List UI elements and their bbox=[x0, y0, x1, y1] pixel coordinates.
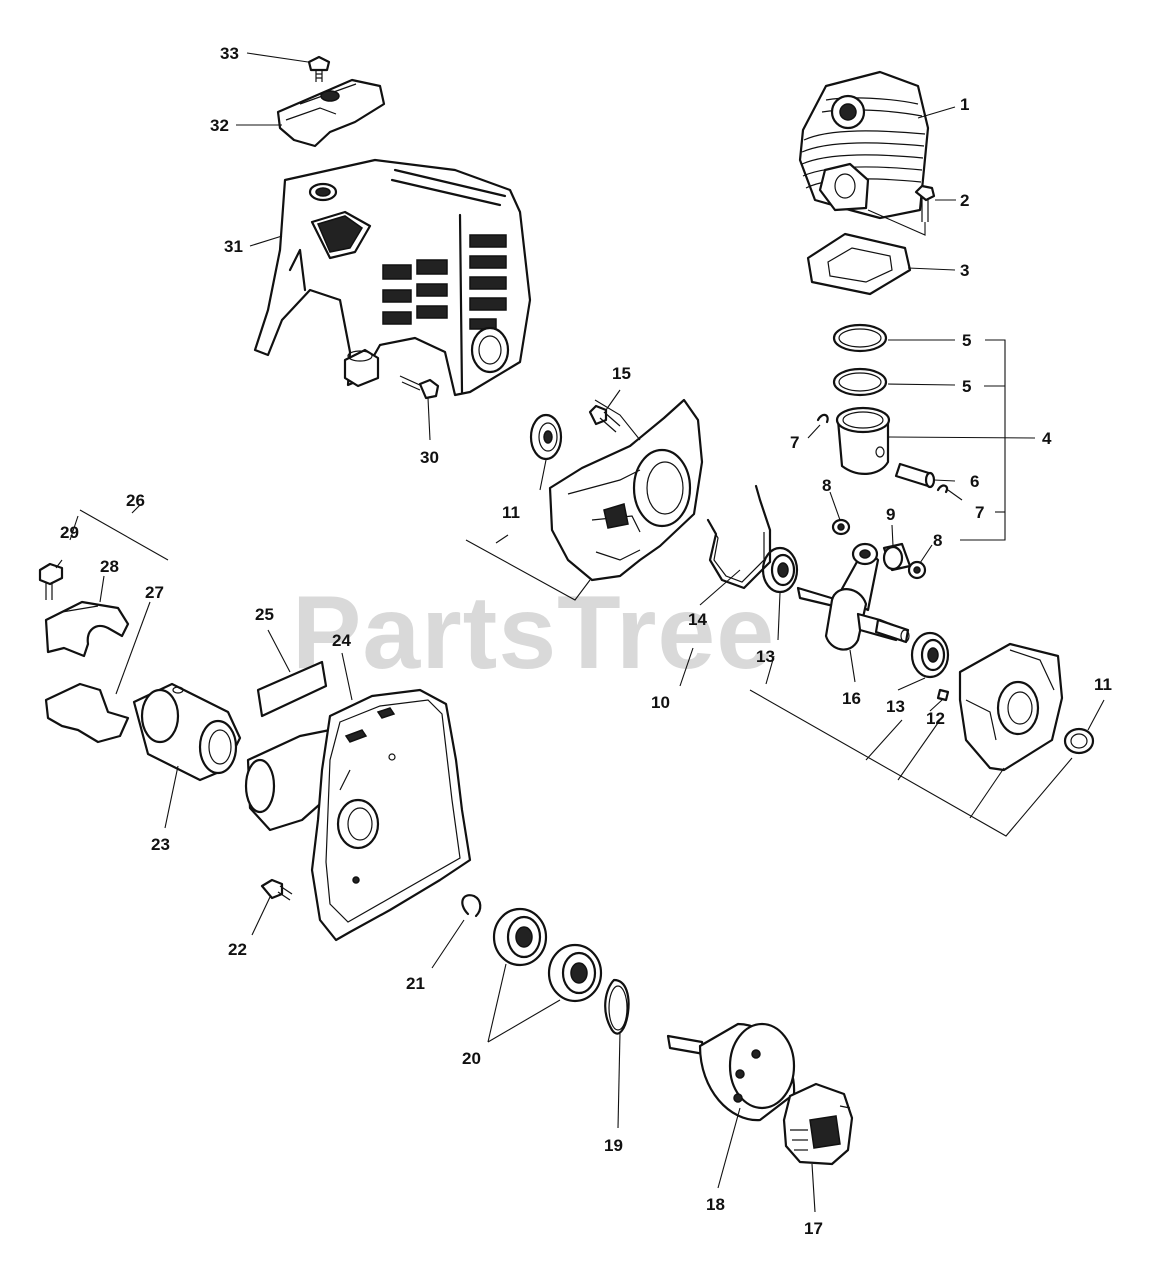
part-28-clamp-upper[interactable] bbox=[44, 600, 130, 658]
callout-7-lower: 7 bbox=[975, 503, 984, 522]
callout-19: 19 bbox=[604, 1136, 623, 1155]
part-16-crankshaft[interactable] bbox=[796, 542, 910, 651]
callout-23: 23 bbox=[151, 835, 170, 854]
part-3-gasket[interactable] bbox=[806, 232, 912, 296]
callout-25: 25 bbox=[255, 605, 274, 624]
callout-32: 32 bbox=[210, 116, 229, 135]
part-6-piston-pin[interactable] bbox=[894, 462, 936, 489]
callout-21: 21 bbox=[406, 974, 425, 993]
part-11-oil-seal-left[interactable] bbox=[529, 413, 563, 461]
callout-10: 10 bbox=[651, 693, 670, 712]
callout-9: 9 bbox=[886, 505, 895, 524]
part-10-crankcase-left[interactable] bbox=[548, 398, 704, 582]
callout-16: 16 bbox=[842, 689, 861, 708]
part-21-circlip[interactable] bbox=[461, 894, 482, 918]
callout-22: 22 bbox=[228, 940, 247, 959]
callout-31: 31 bbox=[224, 237, 243, 256]
part-22-bolt[interactable] bbox=[260, 878, 293, 901]
callout-27: 27 bbox=[145, 583, 164, 602]
callout-17: 17 bbox=[804, 1219, 823, 1238]
callout-33: 33 bbox=[220, 44, 239, 63]
callout-2: 2 bbox=[960, 191, 969, 210]
callout-8-upper: 8 bbox=[822, 476, 831, 495]
part-33-screw[interactable] bbox=[307, 55, 331, 82]
part-15-bolt[interactable] bbox=[588, 404, 621, 433]
callout-12: 12 bbox=[926, 709, 945, 728]
part-30-screw[interactable] bbox=[399, 375, 440, 400]
callout-28: 28 bbox=[100, 557, 119, 576]
part-11-oil-seal-right[interactable] bbox=[1063, 727, 1095, 755]
part-20-bearing-upper[interactable] bbox=[492, 907, 548, 967]
part-23-clutch-holder[interactable] bbox=[132, 682, 242, 782]
callout-20: 20 bbox=[462, 1049, 481, 1068]
leader-lines bbox=[55, 52, 1105, 1213]
part-24-fan-housing[interactable] bbox=[244, 688, 472, 942]
part-20-bearing-lower[interactable] bbox=[547, 943, 603, 1003]
callout-5-upper: 5 bbox=[962, 331, 971, 350]
callout-8-lower: 8 bbox=[933, 531, 942, 550]
part-13-bearing-right[interactable] bbox=[910, 631, 950, 679]
callout-labels: 1 2 3 4 5 5 6 7 7 8 8 9 10 11 11 12 13 1… bbox=[60, 44, 1112, 1238]
part-27-clamp-lower[interactable] bbox=[44, 682, 130, 744]
part-7-clip-lower[interactable] bbox=[936, 484, 949, 494]
callout-4: 4 bbox=[1042, 429, 1052, 448]
callout-6: 6 bbox=[970, 472, 979, 491]
callout-26: 26 bbox=[126, 491, 145, 510]
part-5-piston-ring-upper[interactable] bbox=[832, 323, 888, 353]
part-5-piston-ring-lower[interactable] bbox=[832, 367, 888, 397]
callout-3: 3 bbox=[960, 261, 969, 280]
part-9-needle-bearing[interactable] bbox=[882, 542, 912, 572]
callout-14: 14 bbox=[688, 610, 707, 629]
part-17-clutch-assembly[interactable] bbox=[782, 1082, 854, 1166]
part-25-decal[interactable] bbox=[256, 660, 328, 718]
part-2-bolt[interactable] bbox=[914, 184, 936, 222]
part-32-cap[interactable] bbox=[276, 78, 386, 148]
part-7-clip-upper[interactable] bbox=[816, 413, 829, 424]
callout-13-right: 13 bbox=[886, 697, 905, 716]
part-31-engine-cover[interactable] bbox=[253, 158, 532, 397]
callout-29: 29 bbox=[60, 523, 79, 542]
part-29-screw[interactable] bbox=[38, 562, 64, 600]
part-18-clutch-drum[interactable] bbox=[666, 1022, 796, 1122]
part-14-gasket[interactable] bbox=[706, 484, 772, 590]
callout-1: 1 bbox=[960, 95, 969, 114]
part-12-dowel-pin[interactable] bbox=[936, 688, 950, 702]
part-1-cylinder[interactable] bbox=[798, 70, 930, 220]
part-13-bearing-left[interactable] bbox=[761, 546, 799, 594]
callout-15: 15 bbox=[612, 364, 631, 383]
part-8-washer-left[interactable] bbox=[831, 518, 851, 536]
callout-5-lower: 5 bbox=[962, 377, 971, 396]
part-10-crankcase-right[interactable] bbox=[958, 642, 1064, 772]
callout-7-upper: 7 bbox=[790, 433, 799, 452]
callout-18: 18 bbox=[706, 1195, 725, 1214]
callout-11-left: 11 bbox=[502, 503, 520, 522]
callout-30: 30 bbox=[420, 448, 439, 467]
part-4-piston[interactable] bbox=[835, 406, 891, 475]
part-19-snap-ring[interactable] bbox=[604, 978, 630, 1035]
part-8-washer-right[interactable] bbox=[907, 560, 927, 580]
callout-11-right: 11 bbox=[1094, 675, 1112, 694]
callout-24: 24 bbox=[332, 631, 351, 650]
callout-13-left: 13 bbox=[756, 647, 775, 666]
watermark: PartsTree bbox=[292, 575, 775, 691]
